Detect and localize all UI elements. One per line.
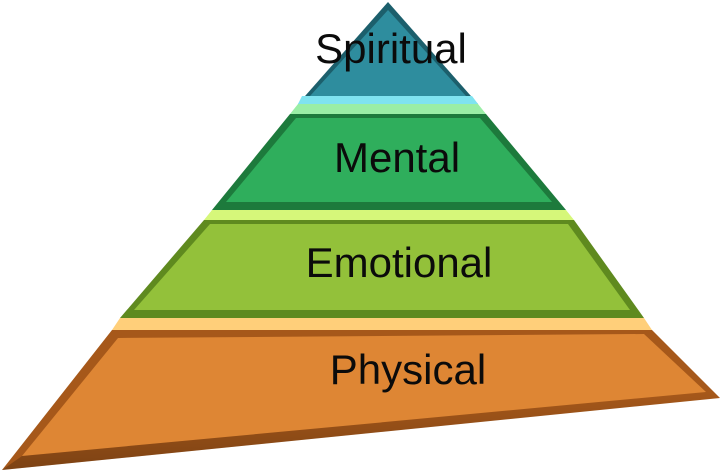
tier-spiritual-bevel-highlight <box>298 96 478 104</box>
pyramid-tier-physical: Physical <box>2 318 720 470</box>
tier-physical-face <box>22 334 706 456</box>
pyramid-tier-mental: Mental <box>212 104 566 210</box>
tier-spiritual-label: Spiritual <box>315 25 467 72</box>
tier-physical-bevel-highlight <box>112 318 652 330</box>
tier-emotional-bevel-highlight <box>204 210 574 220</box>
tier-physical-label: Physical <box>330 346 486 393</box>
tier-emotional-face <box>134 224 630 310</box>
pyramid-tier-spiritual: Spiritual <box>298 2 478 104</box>
tier-spiritual-face <box>310 10 466 96</box>
pyramid-base-shadow <box>2 392 720 470</box>
tier-emotional-label: Emotional <box>306 239 493 286</box>
tier-mental-face <box>226 118 552 202</box>
tier-mental-label: Mental <box>334 134 460 181</box>
tier-mental-bevel-highlight <box>290 104 486 114</box>
pyramid-tier-emotional: Emotional <box>120 210 644 318</box>
